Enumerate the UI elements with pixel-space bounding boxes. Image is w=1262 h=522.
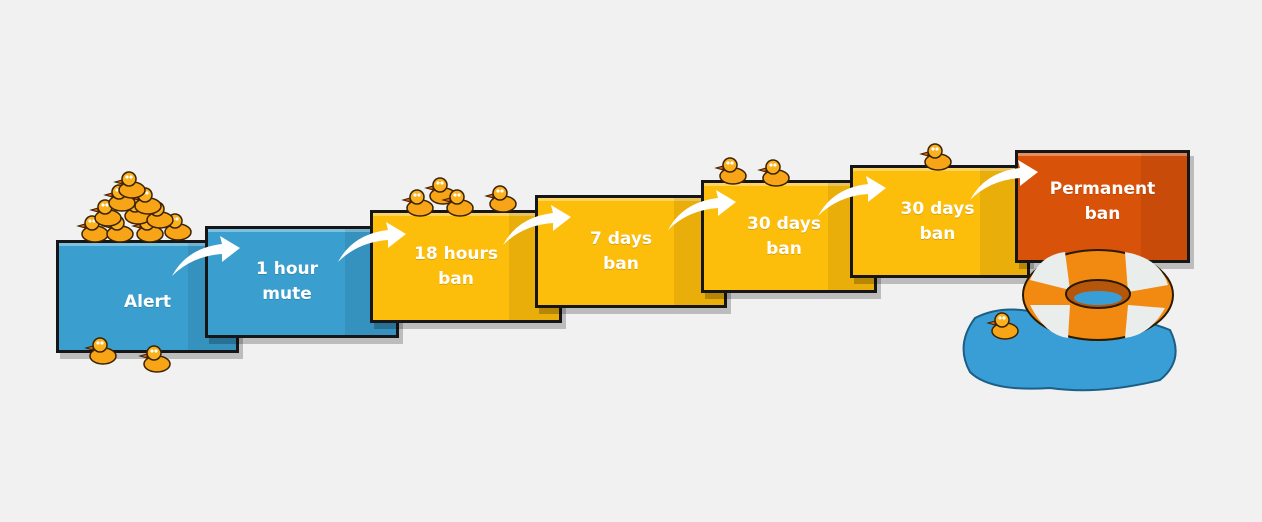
step-label: Alert (123, 292, 172, 312)
step-label: Permanent ban (1049, 178, 1156, 224)
life-ring-icon (1022, 249, 1174, 341)
step-label: 7 days ban (589, 228, 653, 274)
duck-pile-icon (77, 171, 192, 243)
puddle-icon (962, 308, 1177, 392)
step-permanent-ban: Permanent ban (1015, 150, 1190, 263)
step-30-days-ban-2: 30 days ban (850, 165, 1030, 278)
step-label: 30 days ban (747, 213, 821, 259)
step-label: 18 hours ban (414, 243, 498, 289)
step-label: 1 hour mute (255, 259, 318, 304)
step-7-days-ban: 7 days ban (535, 195, 727, 308)
step-18-hours-ban: 18 hours ban (370, 210, 562, 323)
step-label: 30 days ban (900, 198, 975, 244)
duck-icon (987, 312, 1019, 340)
